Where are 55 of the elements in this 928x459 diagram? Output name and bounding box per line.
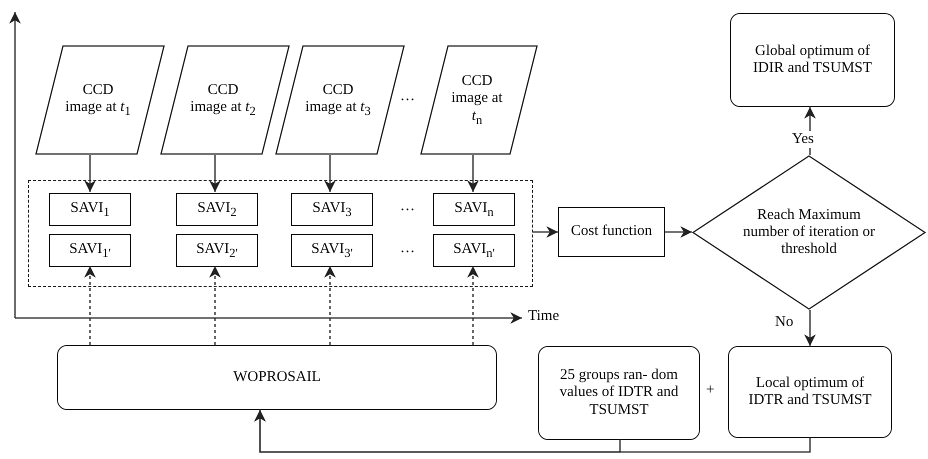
process-box [176, 193, 258, 226]
node-text: SAVI$_{1}$ [69, 200, 111, 220]
rounded-box [538, 346, 700, 440]
process-box [49, 193, 131, 226]
node-text: SAVI$_{3'}$ [310, 240, 354, 260]
dashed-arrow [467, 266, 479, 345]
node-text: SAVI$_{1'}$ [68, 240, 112, 260]
rounded-box [728, 346, 892, 438]
arrow [467, 155, 479, 192]
process-box [176, 234, 258, 267]
arrow [665, 226, 692, 238]
ellipsis: … [400, 198, 415, 215]
node-text: SAVI$_{n}$ [453, 200, 495, 220]
arrow [533, 226, 558, 238]
process-box [433, 234, 515, 267]
ellipsis: … [400, 88, 415, 105]
rounded-box [57, 345, 497, 410]
input-parallelogram [35, 45, 165, 155]
dashed-arrow [324, 266, 336, 345]
node-text: CCD image at t$_{1}$ [64, 82, 132, 118]
arrow [84, 155, 96, 192]
node-text: SAVI$_{3}$ [311, 200, 353, 220]
node-text: Local optimum of IDTR and TSUMST [747, 374, 873, 410]
dashed-arrow [84, 266, 96, 345]
arrow [254, 410, 811, 453]
input-parallelogram [160, 45, 290, 155]
process-box [291, 193, 373, 226]
axis-label: Time [528, 308, 560, 325]
rounded-box [730, 13, 895, 107]
node-text: Cost function [570, 223, 654, 241]
arrow [209, 155, 221, 192]
process-box [49, 234, 131, 267]
node-text: Reach Maximum number of iteration or threshold [742, 206, 876, 258]
arrow [804, 310, 816, 346]
dashed-arrow [209, 266, 221, 345]
dashed-frame [28, 180, 533, 287]
node-text: 25 groups ran- dom values of IDTR and TSUMST [558, 367, 680, 419]
input-parallelogram [275, 45, 405, 155]
node-text: CCD image at t$_{2}$ [189, 82, 257, 118]
process-box [291, 234, 373, 267]
node-text: CCD image at t$_{n}$ [450, 73, 504, 127]
process-box [433, 193, 515, 226]
node-text: WOPROSAIL [232, 368, 322, 386]
plus-sign: + [706, 382, 714, 399]
ellipsis: … [400, 240, 415, 257]
edge-label: Yes [790, 131, 816, 148]
decision-diamond [692, 155, 926, 310]
node-text: SAVI$_{2'}$ [195, 240, 239, 260]
node-text: SAVI$_{n'}$ [452, 240, 496, 260]
process-box [558, 207, 665, 257]
node-text: SAVI$_{2}$ [196, 200, 238, 220]
node-text: CCD image at t$_{3}$ [304, 82, 372, 118]
arrow [324, 155, 336, 192]
input-parallelogram [420, 45, 538, 155]
node-text: Global optimum of IDIR and TSUMST [752, 42, 873, 78]
